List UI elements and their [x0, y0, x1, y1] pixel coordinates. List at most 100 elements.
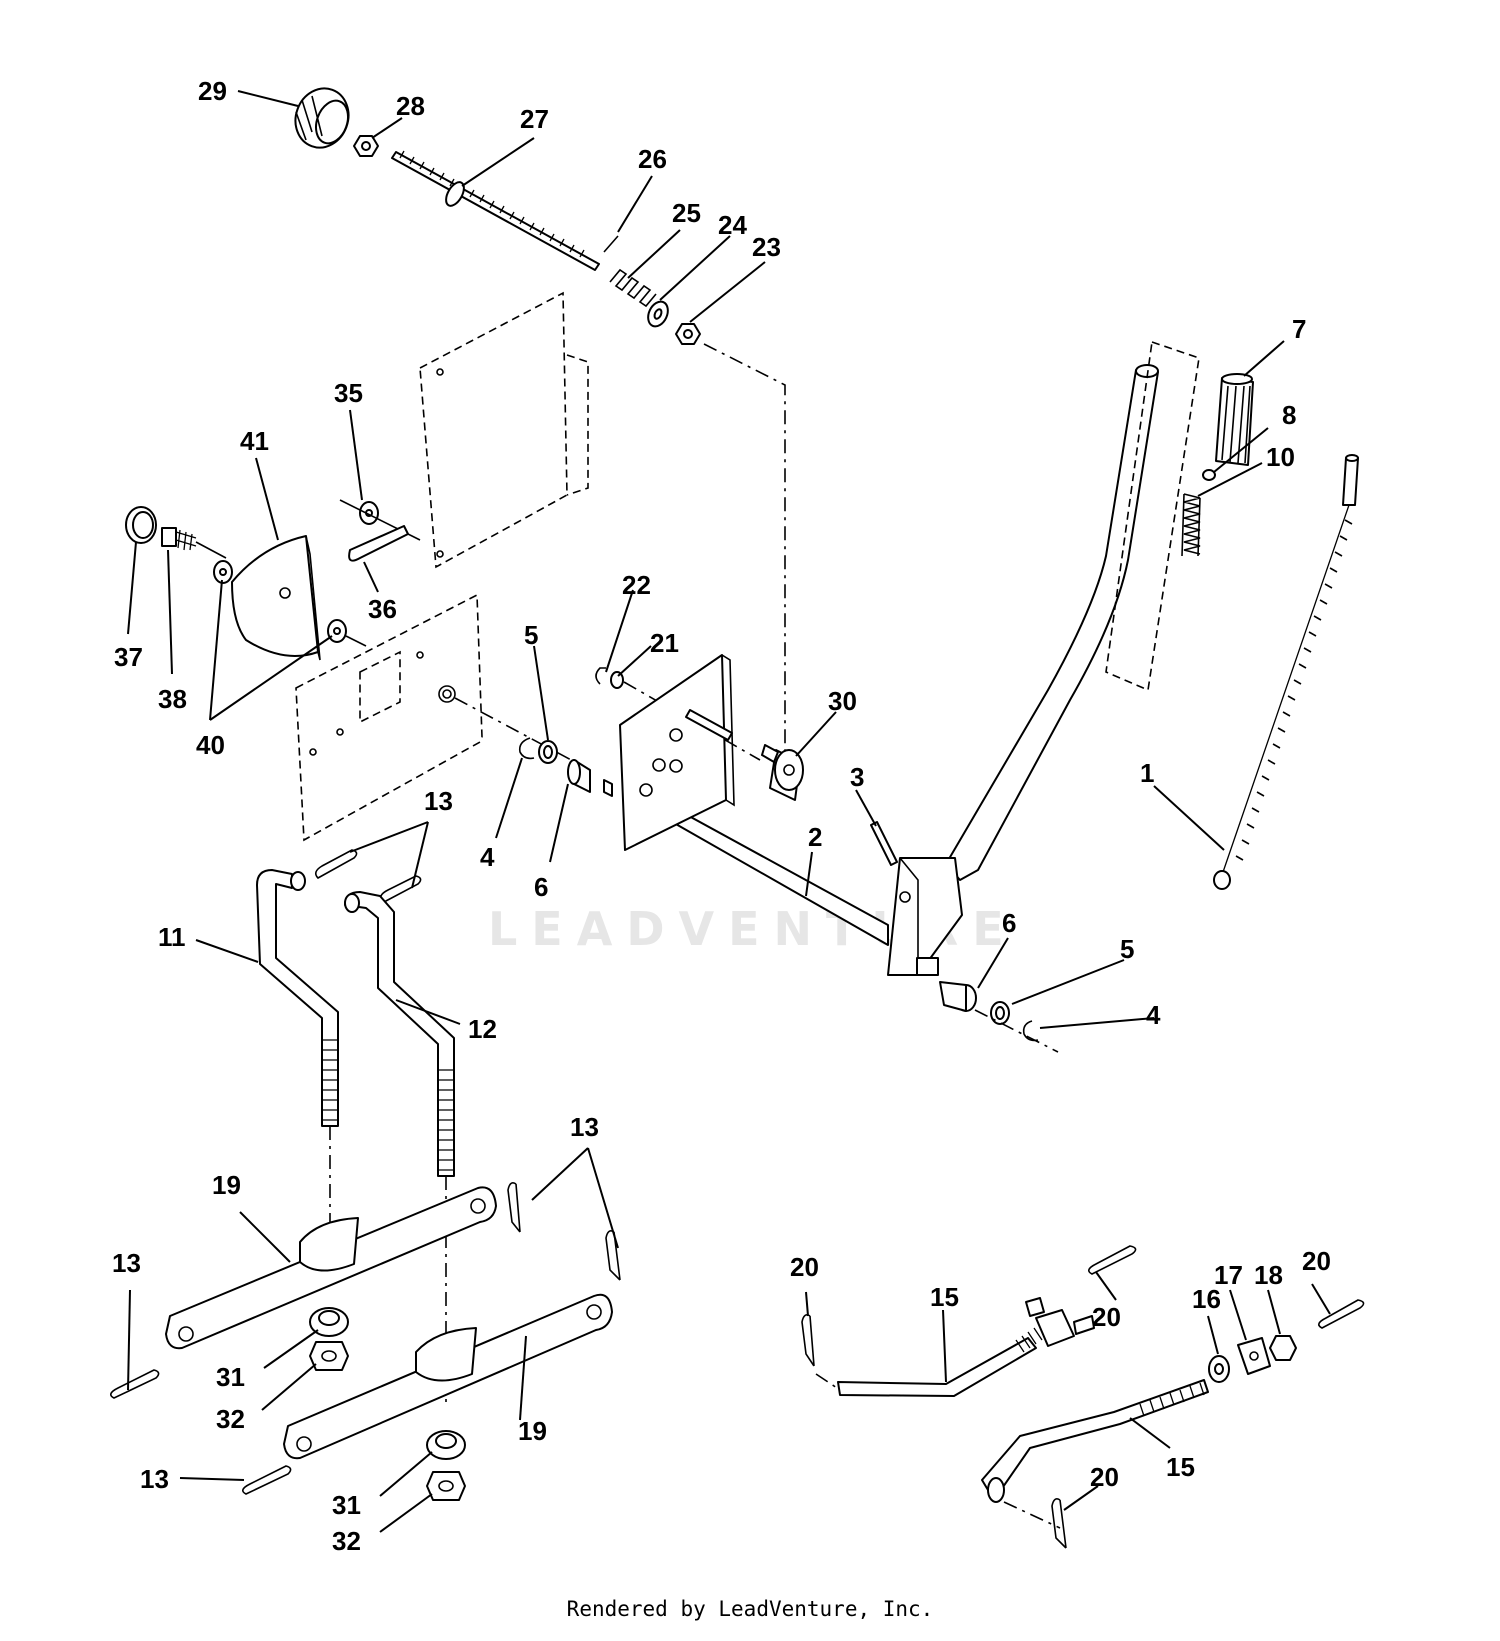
rod-part-15-upper	[837, 1297, 1095, 1397]
pivot-part-30	[761, 744, 804, 801]
callout-35: 35	[334, 378, 363, 408]
bushing-part-6-upper	[567, 759, 613, 797]
centerline-shaft-lower	[974, 1009, 1059, 1053]
callout-18: 18	[1254, 1260, 1283, 1290]
dashed-grip-outline	[1105, 340, 1200, 692]
leader-lines	[127, 90, 1331, 1533]
centerline-rod-upper	[815, 1373, 841, 1391]
washer-part-5-lower	[990, 1001, 1010, 1025]
callout-4-lower: 4	[1146, 1000, 1161, 1030]
callout-13-arms-bottom: 13	[140, 1464, 169, 1494]
washer-part-16	[1208, 1355, 1230, 1383]
frame-plate-reference	[419, 291, 589, 569]
callout-28: 28	[396, 91, 425, 121]
callout-8: 8	[1282, 400, 1296, 430]
callout-40: 40	[196, 730, 225, 760]
callout-11: 11	[158, 922, 186, 952]
lift-link-part-12	[344, 891, 455, 1177]
callout-labels: 29 28 27 26 25 24 23 7 8 10 35 41 36 37 …	[112, 76, 1331, 1556]
nut-part-32-upper	[309, 1341, 349, 1371]
callout-36: 36	[368, 594, 397, 624]
callout-32-lower: 32	[332, 1526, 361, 1556]
lift-link-part-11	[256, 869, 339, 1127]
callout-16: 16	[1192, 1284, 1221, 1314]
callout-31-lower: 31	[332, 1490, 361, 1520]
callout-13-top: 13	[424, 786, 453, 816]
lift-arm-part-19-upper	[165, 1186, 497, 1350]
callout-32-upper: 32	[216, 1404, 245, 1434]
callout-24: 24	[718, 210, 747, 240]
centerline-rod-lower	[1003, 1501, 1061, 1529]
callout-27: 27	[520, 104, 549, 134]
centerline-bracket	[454, 697, 591, 771]
cable-rod-part-1	[1213, 454, 1359, 890]
nut-part-18	[1269, 1335, 1297, 1361]
washer-part-21	[610, 671, 624, 689]
callout-4-upper: 4	[480, 842, 495, 872]
callout-41: 41	[240, 426, 269, 456]
washer-part-40-upper	[213, 560, 233, 584]
bolt-part-38	[161, 527, 197, 551]
clip-part-36	[348, 525, 409, 562]
clip-part-4-lower	[1022, 1020, 1039, 1042]
axis-38	[195, 541, 227, 559]
washer-part-5-upper	[538, 740, 558, 764]
spring-part-25	[609, 268, 657, 308]
callout-17: 17	[1214, 1260, 1243, 1290]
callout-20-right: 20	[1302, 1246, 1331, 1276]
washer-part-24	[647, 300, 669, 328]
ring-part-37	[125, 506, 157, 544]
callout-13-arms-right: 13	[570, 1112, 599, 1142]
threaded-rod-part-27	[391, 150, 600, 271]
callout-5-lower: 5	[1120, 934, 1134, 964]
callout-7: 7	[1292, 314, 1306, 344]
callout-15-lower: 15	[1166, 1452, 1195, 1482]
callout-12: 12	[468, 1014, 497, 1044]
callout-29: 29	[198, 76, 227, 106]
bushing-part-31-lower	[426, 1430, 466, 1460]
callout-37: 37	[114, 642, 143, 672]
callout-2: 2	[808, 822, 822, 852]
callout-22: 22	[622, 570, 651, 600]
nut-part-32-lower	[426, 1471, 466, 1501]
bracket-part-41	[231, 535, 321, 661]
knob-part-29	[294, 87, 350, 149]
callout-15-upper: 15	[930, 1282, 959, 1312]
clip-part-8	[1202, 469, 1216, 481]
callout-6-lower: 6	[1002, 908, 1016, 938]
callout-21: 21	[650, 628, 679, 658]
callout-26: 26	[638, 144, 667, 174]
pin-part-3	[870, 821, 898, 866]
footer-credit: Rendered by LeadVenture, Inc.	[566, 1597, 934, 1621]
lift-arm-part-19-lower	[283, 1293, 613, 1460]
axis-40	[345, 635, 367, 647]
callout-10: 10	[1266, 442, 1295, 472]
chassis-bracket-reference	[295, 593, 483, 842]
pin-part-26	[603, 235, 619, 253]
callout-6-upper: 6	[534, 872, 548, 902]
centerline-adjuster	[703, 343, 786, 790]
clip-part-4-upper	[518, 737, 535, 760]
grip-part-7	[1215, 373, 1254, 466]
callout-1: 1	[1140, 758, 1154, 788]
callout-20-upper: 20	[1092, 1302, 1121, 1332]
washer-part-40-lower	[327, 619, 347, 643]
hairpin-part-20	[801, 1245, 1365, 1549]
callout-38: 38	[158, 684, 187, 714]
callout-3: 3	[850, 762, 864, 792]
block-part-17	[1237, 1337, 1271, 1375]
bushing-part-31-upper	[309, 1307, 349, 1337]
lift-lever-handle-part-2	[887, 364, 1159, 976]
spring-part-10	[1181, 493, 1201, 557]
callout-13-arms-left: 13	[112, 1248, 141, 1278]
bushing-part-6-lower	[939, 981, 977, 1012]
clip-part-22	[595, 667, 606, 685]
callout-20-lower: 20	[1090, 1462, 1119, 1492]
nut-part-28	[353, 135, 379, 157]
nut-part-23	[675, 323, 701, 345]
callout-30: 30	[828, 686, 857, 716]
callout-23: 23	[752, 232, 781, 262]
pivot-plate	[619, 654, 735, 851]
callout-5: 5	[524, 620, 538, 650]
